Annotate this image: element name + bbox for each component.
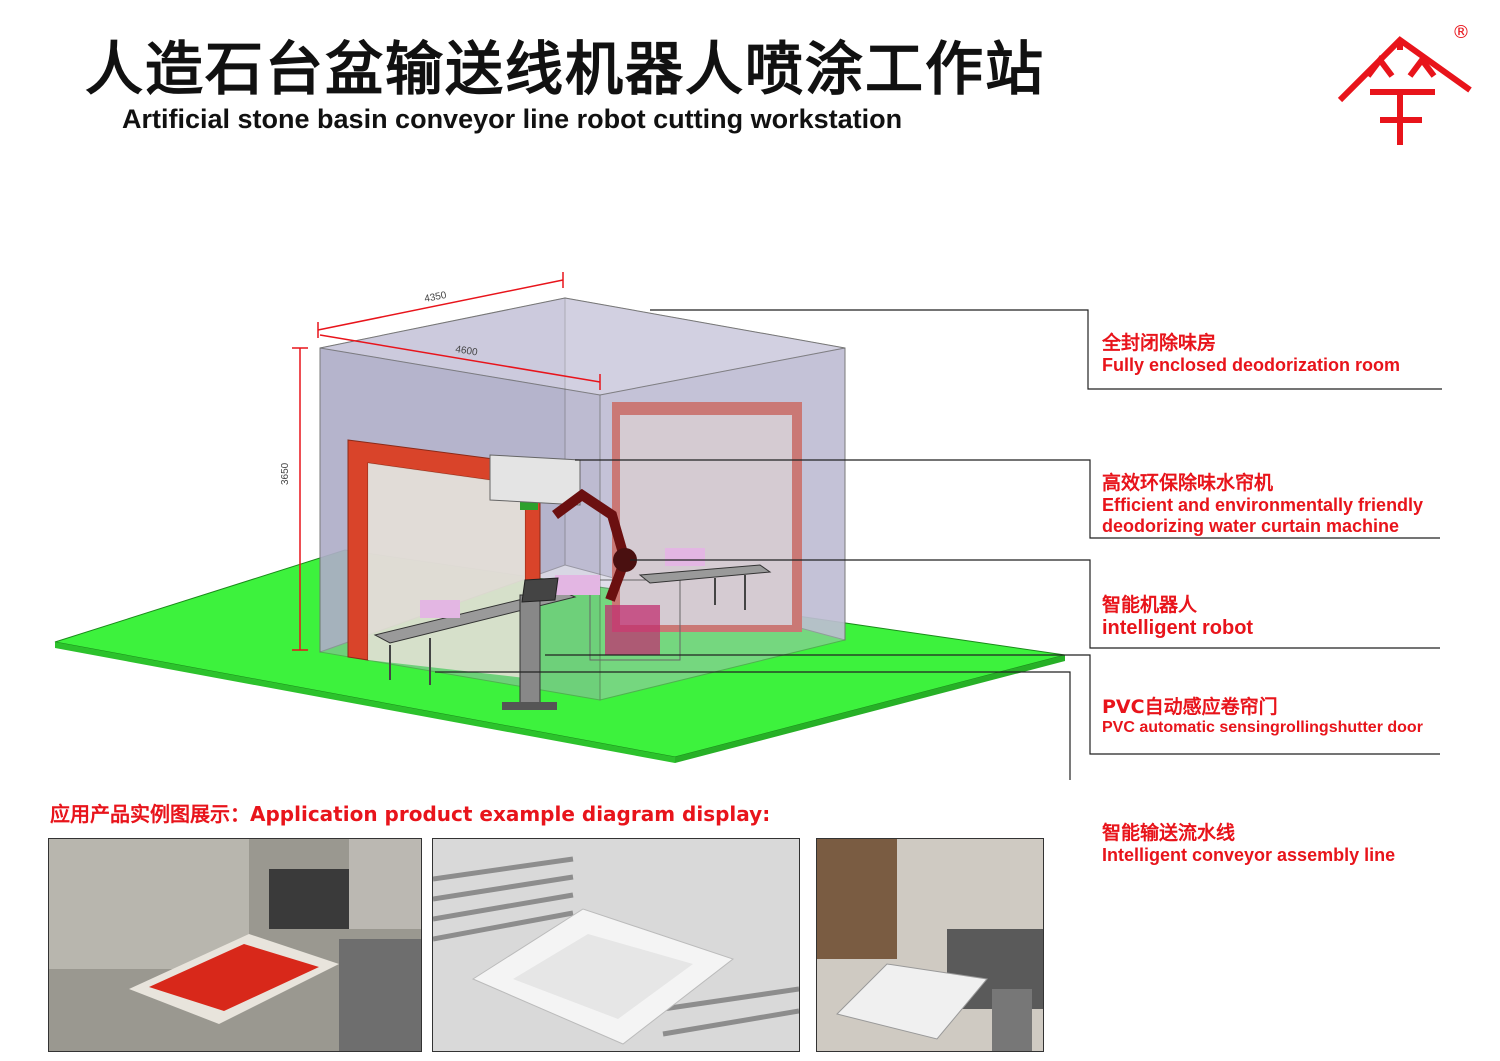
photo-white-basin-booth bbox=[816, 838, 1044, 1052]
callout-cn: 全封闭除味房 bbox=[1102, 332, 1217, 354]
page-subtitle: Artificial stone basin conveyor line rob… bbox=[122, 104, 903, 134]
application-heading: 应用产品实例图展示：Application product example di… bbox=[50, 802, 771, 826]
callout-en: Intelligent conveyor assembly line bbox=[1102, 845, 1396, 865]
dimension-width-front: 4600 bbox=[455, 344, 479, 358]
callout-robot: 智能机器人 intelligent robot bbox=[1102, 590, 1253, 640]
leader-lines bbox=[435, 309, 1442, 780]
callout-water-curtain: 高效环保除味水帘机 Efficient and environmentally … bbox=[1102, 468, 1423, 537]
callout-en: deodorizing water curtain machine bbox=[1102, 516, 1400, 536]
photo-red-basin-spraying bbox=[48, 838, 422, 1052]
dimension-height: 3650 bbox=[280, 462, 291, 485]
page-title: 人造石台盆输送线机器人喷涂工作站 bbox=[85, 35, 1046, 103]
callout-cn: 智能输送流水线 bbox=[1102, 822, 1236, 844]
workstation-diagram: 4350 4600 3650 bbox=[54, 272, 1442, 780]
dimension-width-top: 4350 bbox=[423, 290, 447, 305]
enclosed-room-front-right bbox=[599, 347, 846, 701]
callout-cn: 高效环保除味水帘机 bbox=[1102, 472, 1274, 494]
registered-mark: ® bbox=[1452, 22, 1470, 43]
brand-logo: ® bbox=[1330, 20, 1480, 150]
callout-deodorization-room: 全封闭除味房 Fully enclosed deodorization room bbox=[1102, 328, 1400, 376]
callout-cn: 智能机器人 bbox=[1102, 594, 1198, 616]
dimension-lines bbox=[292, 272, 601, 651]
photo-white-basin-roller-conveyor bbox=[432, 838, 800, 1052]
callout-en: Efficient and environmentally friendly bbox=[1102, 495, 1424, 515]
robot-arm bbox=[552, 488, 681, 661]
callout-conveyor: 智能输送流水线 Intelligent conveyor assembly li… bbox=[1102, 818, 1395, 866]
callout-en: intelligent robot bbox=[1102, 617, 1254, 639]
water-curtain-machine bbox=[489, 454, 581, 506]
callout-cn: PVC自动感应卷帘门 bbox=[1102, 696, 1278, 718]
callout-en: Fully enclosed deodorization room bbox=[1102, 355, 1401, 375]
callout-shutter-door: PVC自动感应卷帘门 PVC automatic sensingrollings… bbox=[1102, 692, 1423, 737]
enclosed-room-top bbox=[319, 297, 846, 396]
callout-en: PVC automatic sensingrollingshutter door bbox=[1102, 719, 1423, 736]
control-kiosk bbox=[502, 577, 559, 710]
roof-emblem-logo-icon bbox=[1337, 36, 1472, 145]
